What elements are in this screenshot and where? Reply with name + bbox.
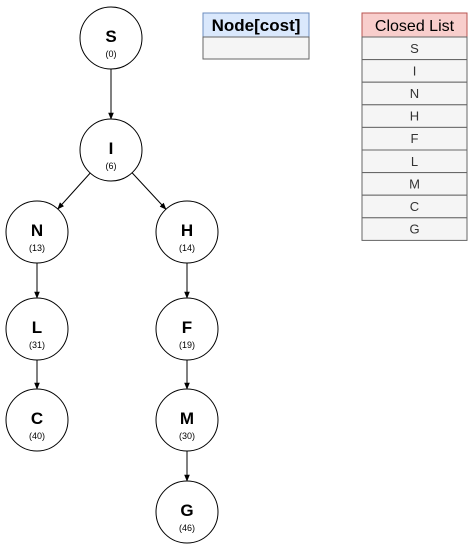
node-cost: (6) <box>106 161 117 171</box>
node-cost-table: Node[cost] <box>202 12 310 60</box>
node-cost-row <box>202 36 310 60</box>
node-label: C <box>31 409 43 428</box>
node-i: I (6) <box>79 118 143 182</box>
node-circle <box>155 200 219 264</box>
node-cost: (30) <box>179 431 195 441</box>
node-cost: (46) <box>179 523 195 533</box>
closed-list-item-label: L <box>411 154 418 169</box>
node-cost-header-cell <box>202 12 310 38</box>
node-label: G <box>180 501 193 520</box>
node-label: H <box>181 221 193 240</box>
node-cost: (0) <box>106 49 117 59</box>
node-circle <box>155 297 219 361</box>
node-f: F (19) <box>155 297 219 361</box>
node-cost-header: Node[cost] <box>212 16 301 35</box>
closed-list-item-label: G <box>409 222 419 237</box>
node-circle <box>5 200 69 264</box>
closed-list-item-label: M <box>409 176 420 191</box>
closed-list-item: L <box>361 149 468 174</box>
closed-list-item-label: C <box>410 199 419 214</box>
node-c: C (40) <box>5 388 69 452</box>
closed-list-item-label: H <box>410 109 419 124</box>
node-circle <box>79 118 143 182</box>
closed-list-item: I <box>361 59 468 83</box>
node-label: L <box>32 318 42 337</box>
node-cost: (13) <box>29 243 45 253</box>
closed-list-item: G <box>361 217 468 241</box>
nodes-layer: S (0) I (6) N (13) H (14) L (31) F (19) C (40) M (30) G (… <box>5 6 219 544</box>
node-circle <box>155 480 219 544</box>
edges-layer <box>34 69 190 482</box>
node-cost: (19) <box>179 340 195 350</box>
closed-list-item: S <box>361 36 468 61</box>
closed-list-item-label: S <box>410 41 419 56</box>
closed-list-header: Closed List <box>375 18 455 35</box>
node-s: S (0) <box>79 6 143 70</box>
node-circle <box>79 6 143 70</box>
closed-list-item-label: F <box>411 131 419 146</box>
node-cost: (14) <box>179 243 195 253</box>
node-g: G (46) <box>155 480 219 544</box>
node-label: M <box>180 409 194 428</box>
closed-list-item: M <box>361 172 468 196</box>
node-l: L (31) <box>5 297 69 361</box>
edge-i-to-n <box>57 172 91 210</box>
node-circle <box>155 388 219 452</box>
closed-list-item: H <box>361 104 468 128</box>
closed-list-cell <box>361 217 468 241</box>
node-h: H (14) <box>155 200 219 264</box>
closed-list-header-cell <box>361 12 468 38</box>
closed-list-item: C <box>361 194 468 219</box>
node-m: M (30) <box>155 388 219 452</box>
closed-list-item: F <box>361 126 468 151</box>
edge-i-to-h <box>131 172 167 210</box>
node-circle <box>5 388 69 452</box>
node-label: I <box>109 139 114 158</box>
node-n: N (13) <box>5 200 69 264</box>
closed-list-item-label: N <box>410 86 419 101</box>
closed-list-item: N <box>361 81 468 106</box>
node-label: N <box>31 221 43 240</box>
node-cost: (40) <box>29 431 45 441</box>
closed-list-item-label: I <box>413 63 417 78</box>
node-label: F <box>182 318 192 337</box>
node-cost: (31) <box>29 340 45 350</box>
node-circle <box>5 297 69 361</box>
node-label: S <box>105 27 116 46</box>
